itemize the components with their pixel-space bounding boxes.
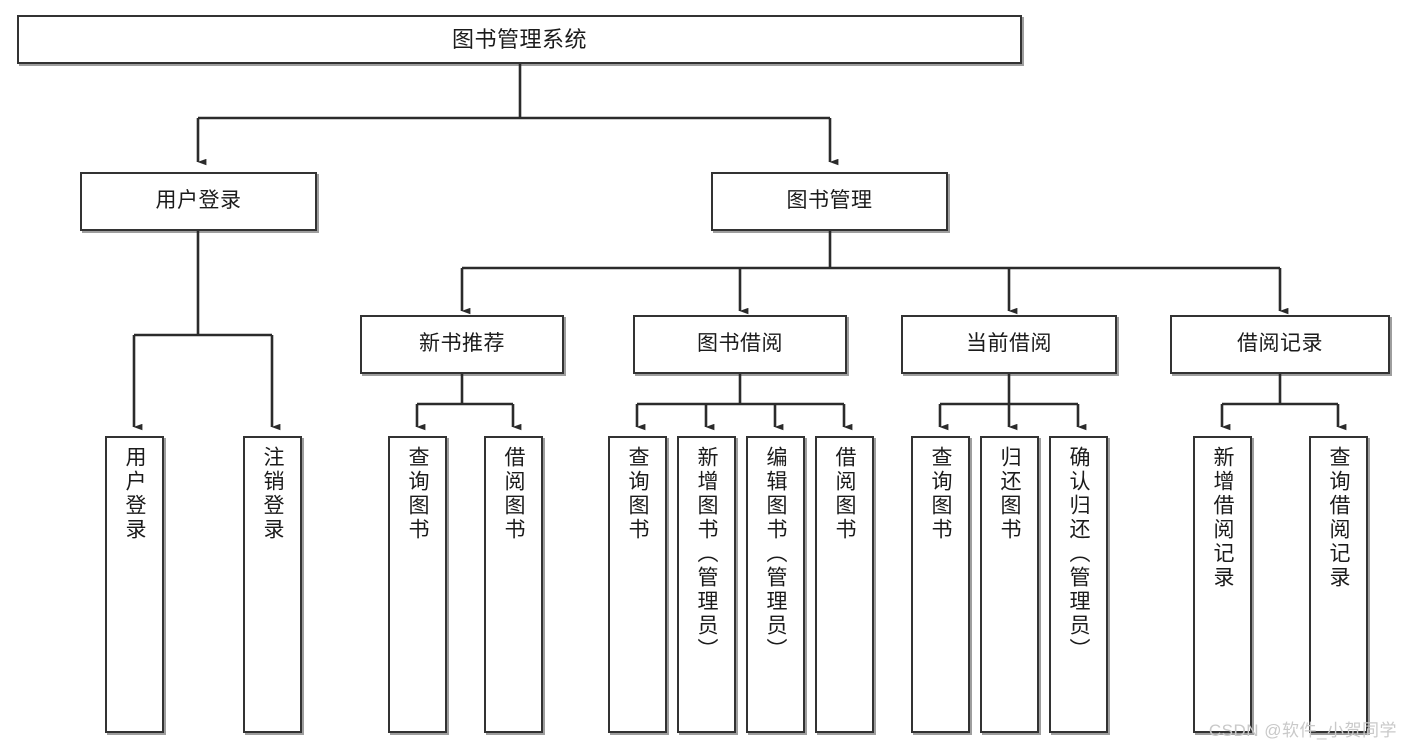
node-leaf-borrow-book-recommend[interactable]: 借阅图书 [484, 436, 543, 733]
node-leaf-query-borrow-record[interactable]: 查询借阅记录 [1309, 436, 1368, 733]
node-borrow-record[interactable]: 借阅记录 [1170, 315, 1390, 374]
node-leaf-edit-book-admin[interactable]: 编辑图书（管理员） [746, 436, 805, 733]
node-label: 新增图书（管理员） [695, 446, 718, 662]
node-book-borrow[interactable]: 图书借阅 [633, 315, 847, 374]
node-label: 查询图书 [406, 446, 429, 542]
node-leaf-user-login[interactable]: 用户登录 [105, 436, 164, 733]
node-leaf-add-book-admin[interactable]: 新增图书（管理员） [677, 436, 736, 733]
node-label: 图书管理系统 [451, 26, 587, 52]
node-label: 借阅图书 [502, 446, 525, 542]
node-label: 查询图书 [626, 446, 649, 542]
node-label: 查询图书 [929, 446, 952, 542]
node-new-book-recommend[interactable]: 新书推荐 [360, 315, 564, 374]
node-root-book-management-system[interactable]: 图书管理系统 [17, 15, 1022, 64]
node-leaf-add-borrow-record[interactable]: 新增借阅记录 [1193, 436, 1252, 733]
node-leaf-query-book-recommend[interactable]: 查询图书 [388, 436, 447, 733]
node-label: 图书管理 [786, 189, 873, 213]
node-leaf-return-book[interactable]: 归还图书 [980, 436, 1039, 733]
node-book-management[interactable]: 图书管理 [711, 172, 948, 231]
node-label: 当前借阅 [966, 332, 1052, 356]
node-label: 确认归还（管理员） [1067, 446, 1090, 662]
node-current-borrow[interactable]: 当前借阅 [901, 315, 1117, 374]
node-label: 新书推荐 [419, 332, 505, 356]
node-label: 用户登录 [155, 189, 242, 213]
node-leaf-logout-login[interactable]: 注销登录 [243, 436, 302, 733]
node-label: 图书借阅 [697, 332, 783, 356]
node-leaf-borrow-book-borrow[interactable]: 借阅图书 [815, 436, 874, 733]
node-user-login[interactable]: 用户登录 [80, 172, 317, 231]
node-label: 用户登录 [123, 446, 146, 542]
node-label: 查询借阅记录 [1327, 446, 1350, 590]
node-label: 借阅图书 [833, 446, 856, 542]
node-label: 编辑图书（管理员） [764, 446, 787, 662]
node-leaf-query-book-borrow[interactable]: 查询图书 [608, 436, 667, 733]
node-label: 注销登录 [261, 446, 284, 542]
node-leaf-query-book-current[interactable]: 查询图书 [911, 436, 970, 733]
node-leaf-confirm-return-admin[interactable]: 确认归还（管理员） [1049, 436, 1108, 733]
node-label: 新增借阅记录 [1211, 446, 1234, 590]
node-label: 借阅记录 [1237, 332, 1323, 356]
node-label: 归还图书 [998, 446, 1021, 542]
